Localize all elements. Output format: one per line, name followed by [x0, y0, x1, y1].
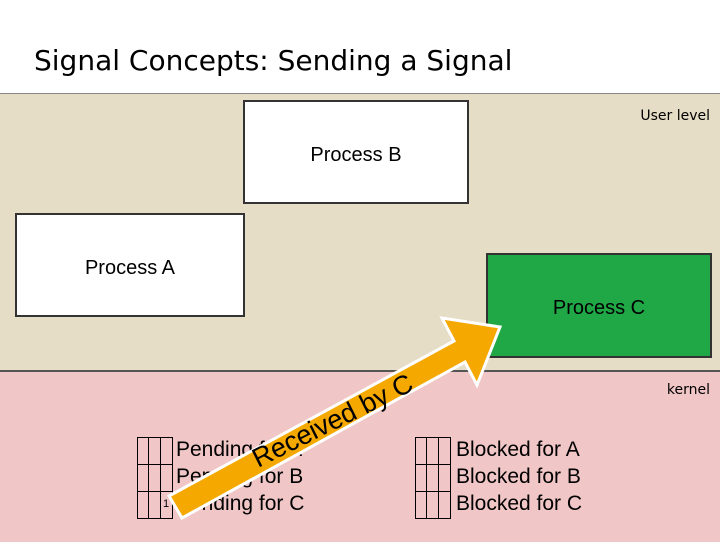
process-b-box: Process B: [243, 100, 469, 204]
process-b-label: Process B: [310, 144, 402, 166]
process-c-label: Process C: [552, 297, 646, 319]
slide-title: Signal Concepts: Sending a Signal: [34, 44, 513, 77]
blocked-bit-row-c: [415, 491, 451, 519]
blocked-label-c: Blocked for C: [456, 492, 583, 515]
received-by-c-text: Received by C: [247, 368, 418, 473]
user-level-label: User level: [640, 108, 710, 124]
received-by-c-label: Received by C: [247, 368, 418, 473]
blocked-label-b: Blocked for B: [456, 465, 581, 488]
process-a-label: Process A: [84, 257, 176, 279]
pending-bit-row-c: [137, 491, 173, 519]
pending-bit-c-value: 1: [163, 498, 170, 510]
process-a-box: Process A: [15, 213, 245, 317]
blocked-label-a: Blocked for A: [456, 438, 580, 461]
process-c-box: Process C: [486, 253, 712, 358]
kernel-label: kernel: [666, 382, 710, 398]
received-arrow: [166, 316, 503, 521]
